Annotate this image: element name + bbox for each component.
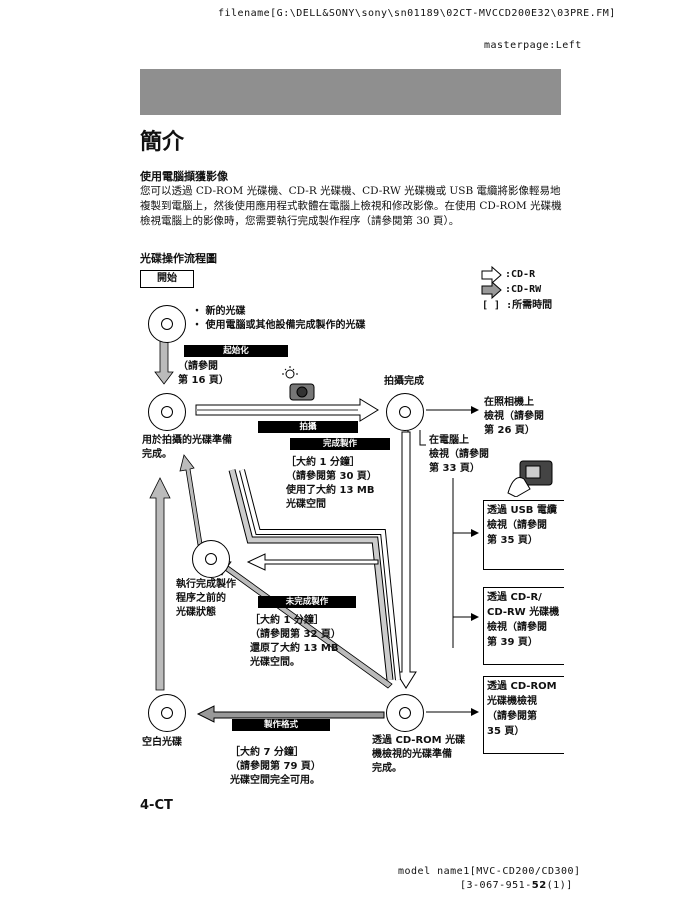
shoot-done-label: 拍攝完成 bbox=[384, 376, 424, 387]
finalize-space-2: 光碟空間 bbox=[286, 499, 326, 510]
section-heading-capture: 使用電腦擷獲影像 bbox=[140, 170, 228, 183]
before-finalize-1: 執行完成製作 bbox=[176, 579, 236, 590]
start-box: 開始 bbox=[140, 270, 194, 288]
disc-cdrom-ready bbox=[386, 694, 424, 732]
part-bold: 52 bbox=[531, 880, 547, 891]
legend-time: [ ] :所需時間 bbox=[482, 300, 553, 311]
cam-view-3: 第 26 頁） bbox=[484, 425, 535, 436]
header-filename: filename[G:\DELL&SONY\sony\sn01189\02CT-… bbox=[218, 8, 616, 19]
cdrw-view-2: CD-RW 光碟機 bbox=[487, 607, 560, 618]
finalize-time: ［大約 1 分鐘］ bbox=[286, 457, 360, 468]
cdrw-view-1: 透過 CD-R/ bbox=[487, 592, 542, 603]
new-disc-label: ・ 新的光碟 bbox=[192, 306, 246, 317]
intro-paragraph: 您可以透過 CD-ROM 光碟機、CD-R 光碟機、CD-RW 光碟機或 USB… bbox=[140, 185, 562, 227]
pc-view-3: 第 33 頁） bbox=[429, 463, 480, 474]
legend-cdr-arrow bbox=[481, 265, 502, 285]
camera-icon bbox=[282, 366, 316, 404]
footer-part-number: [3-067-951-52(1)] bbox=[460, 880, 573, 891]
part-prefix: [3-067-951- bbox=[460, 880, 532, 891]
disc-initialized bbox=[148, 393, 186, 431]
pc-view-1: 在電腦上 bbox=[429, 435, 469, 446]
cdrom-ready-3: 完成。 bbox=[372, 763, 402, 774]
unfinalize-tag: 未完成製作 bbox=[258, 596, 356, 608]
blank-disc-label: 空白光碟 bbox=[142, 737, 182, 748]
unfinalize-space-1: 還原了大約 13 MB bbox=[250, 643, 339, 654]
cam-view-2: 檢視（請參閱 bbox=[484, 411, 544, 422]
part-suffix: (1)] bbox=[546, 880, 573, 891]
cdrom-view-4: 35 頁） bbox=[487, 726, 525, 737]
unfinalize-space-2: 光碟空間。 bbox=[250, 657, 300, 668]
before-finalize-2: 程序之前的 bbox=[176, 593, 226, 604]
disc-shot bbox=[386, 393, 424, 431]
init-ref-1: （請參閱 bbox=[178, 361, 218, 372]
hand-camera-icon bbox=[506, 455, 556, 498]
legend-cdrw: :CD-RW bbox=[505, 284, 542, 295]
cdrom-view-1: 透過 CD-ROM bbox=[487, 681, 557, 692]
disc-before-finalize bbox=[192, 540, 230, 578]
cdrom-ready-1: 透過 CD-ROM 光碟 bbox=[372, 735, 466, 746]
disc-blank bbox=[148, 694, 186, 732]
shoot-tag: 拍攝 bbox=[258, 421, 358, 433]
format-time: ［大約 7 分鐘］ bbox=[230, 747, 304, 758]
pc-view-2: 檢視（請參閱 bbox=[429, 449, 489, 460]
finalize-tag: 完成製作 bbox=[290, 438, 390, 450]
usb-view-1: 透過 USB 電纜 bbox=[487, 505, 557, 516]
init-tag: 起始化 bbox=[184, 345, 288, 357]
format-tag: 製作格式 bbox=[232, 719, 330, 731]
finalized-disc-label: ・ 使用電腦或其他設備完成製作的光碟 bbox=[192, 320, 366, 331]
cdrom-view-2: 光碟機檢視 bbox=[487, 696, 537, 707]
ready-label-2: 完成。 bbox=[142, 449, 172, 460]
header-masterpage: masterpage:Left bbox=[484, 40, 582, 51]
cdrom-view-3: （請參閱第 bbox=[487, 711, 537, 722]
section-heading-flowchart: 光碟操作流程圖 bbox=[140, 252, 217, 265]
cdrw-view-4: 第 39 頁） bbox=[487, 637, 538, 648]
usb-view-3: 第 35 頁） bbox=[487, 535, 538, 546]
page-number: 4-CT bbox=[140, 798, 173, 813]
usb-view-2: 檢視（請參閱 bbox=[487, 520, 547, 531]
before-finalize-3: 光碟狀態 bbox=[176, 607, 216, 618]
legend-cdrw-arrow bbox=[481, 280, 502, 300]
cdrw-view-3: 檢視（請參閱 bbox=[487, 622, 547, 633]
init-ref-2: 第 16 頁） bbox=[178, 375, 229, 386]
format-space: 光碟空間完全可用。 bbox=[230, 775, 320, 786]
finalize-space-1: 使用了大約 13 MB bbox=[286, 485, 375, 496]
cdrom-view-box: 透過 CD-ROM 光碟機檢視 （請參閱第 35 頁） bbox=[483, 676, 564, 754]
cam-view-1: 在照相機上 bbox=[484, 397, 534, 408]
cdrom-ready-2: 機檢視的光碟準備 bbox=[372, 749, 452, 760]
finalize-ref: （請參閱第 30 頁） bbox=[286, 471, 377, 482]
page-title: 簡介 bbox=[140, 130, 185, 155]
usb-view-box: 透過 USB 電纜 檢視（請參閱 第 35 頁） bbox=[483, 500, 564, 570]
unfinalize-time: ［大約 1 分鐘］ bbox=[250, 615, 324, 626]
disc-new bbox=[148, 305, 186, 343]
cdrw-view-box: 透過 CD-R/ CD-RW 光碟機 檢視（請參閱 第 39 頁） bbox=[483, 587, 564, 665]
legend-cdr: :CD-R bbox=[505, 269, 536, 280]
footer-model-name: model name1[MVC-CD200/CD300] bbox=[398, 866, 581, 877]
ready-label-1: 用於拍攝的光碟準備 bbox=[142, 435, 232, 446]
unfinalize-ref: （請參閱第 32 頁） bbox=[250, 629, 341, 640]
format-ref: （請參閱第 79 頁） bbox=[230, 761, 321, 772]
title-bar bbox=[140, 69, 561, 115]
